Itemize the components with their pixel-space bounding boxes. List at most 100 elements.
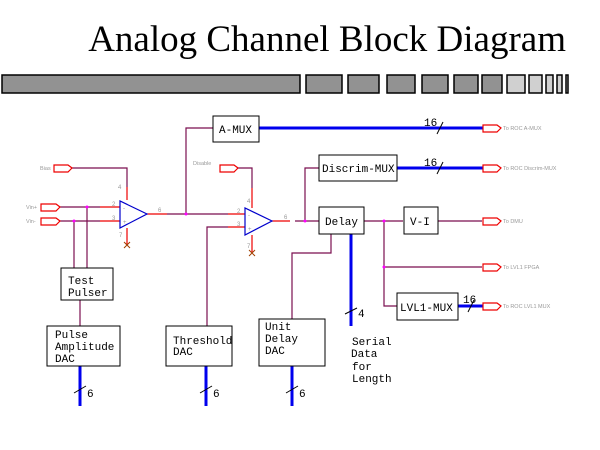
pin-sign: + xyxy=(123,220,127,226)
pin-number: 6 xyxy=(158,208,162,214)
block-pulse-amp-dac[interactable] xyxy=(46,325,121,367)
wire-disable xyxy=(238,167,253,188)
bar-segment xyxy=(453,74,479,94)
block-threshold-dac[interactable] xyxy=(165,325,233,367)
block-test-pulser[interactable] xyxy=(60,267,114,301)
serial-label-line: Serial xyxy=(352,337,392,349)
pin-number: 7 xyxy=(247,244,251,250)
block-label: DAC xyxy=(55,354,75,366)
wire-discrim-in xyxy=(304,167,319,221)
block-delay[interactable] xyxy=(318,206,365,235)
wire-lvl1-mux xyxy=(383,267,397,307)
block-label: Pulse xyxy=(55,330,88,342)
block-discrim-mux[interactable] xyxy=(318,154,398,182)
page-title: Analog Channel Block Diagram xyxy=(88,19,566,60)
no-connect-icon xyxy=(248,249,256,257)
bus-slashes xyxy=(73,121,475,394)
bar-segment xyxy=(481,74,503,94)
input-labels: Bias Vin+ Vin- Disable xyxy=(26,161,211,225)
output-labels: To ROC A-MUX To ROC Discrim-MUX To DMU T… xyxy=(503,126,557,310)
block-label: V-I xyxy=(410,217,430,229)
output-port-icon xyxy=(482,302,502,311)
serial-data-label: Serial Data for Length xyxy=(351,337,392,386)
output-label-roc-lvl1: To ROC LVL1 MUX xyxy=(503,304,551,310)
serial-label-line: Length xyxy=(352,374,392,386)
bar-segment xyxy=(386,74,416,94)
bus-slash-icon xyxy=(436,121,444,135)
bus-width-label: 16 xyxy=(424,158,437,170)
bus-width-label: 16 xyxy=(424,118,437,130)
wire-unit-delay xyxy=(291,234,332,319)
block-label: LVL1-MUX xyxy=(400,303,453,315)
output-label-dmu: To DMU xyxy=(503,219,523,225)
input-label-disable: Disable xyxy=(193,161,211,167)
output-label-lvl1-fpga: To LVL1 FPGA xyxy=(503,265,540,271)
input-ports xyxy=(40,164,239,226)
input-port-icon xyxy=(219,164,239,173)
bar-segment xyxy=(347,74,380,94)
block-unit-delay-dac[interactable] xyxy=(258,318,326,367)
block-label: Threshold xyxy=(173,336,232,348)
pin-sign: - xyxy=(123,206,125,212)
bar-segment xyxy=(565,74,569,94)
block-label: Delay xyxy=(325,217,358,229)
bar-segment xyxy=(506,74,526,94)
input-port-icon xyxy=(53,164,73,173)
pin-number: 4 xyxy=(118,185,122,191)
output-port-icon xyxy=(482,124,502,133)
block-label: DAC xyxy=(173,347,193,359)
bus-slash-icon xyxy=(436,161,444,175)
wire-bias xyxy=(72,167,128,187)
bus-slash-icon xyxy=(73,385,87,394)
wire-threshold xyxy=(206,226,228,326)
block-vi[interactable] xyxy=(403,206,439,235)
opamp-2: - + 4 2 3 6 7 xyxy=(237,199,288,250)
input-label-bias: Bias xyxy=(40,166,51,172)
pin-number: 4 xyxy=(247,199,251,205)
pin-number: 3 xyxy=(112,216,116,222)
pin-number: 2 xyxy=(112,202,116,208)
wire-amux-in xyxy=(185,127,213,214)
block-label: Pulser xyxy=(68,288,108,300)
opamp-1: - + 4 2 3 6 7 xyxy=(112,185,162,239)
pin-sign: + xyxy=(248,227,252,233)
block-labels: A-MUX Discrim-MUX Delay V-I LVL1-MUX Tes… xyxy=(55,125,453,366)
block-lvl1-mux[interactable] xyxy=(396,292,459,321)
bus-slash-icon xyxy=(199,385,213,394)
bar-segment xyxy=(1,74,301,94)
junctions xyxy=(72,205,386,269)
bus-slash-icon xyxy=(285,385,299,394)
bus-width-label: 4 xyxy=(358,309,365,321)
decorative-bar xyxy=(1,74,569,94)
input-port-icon xyxy=(40,203,61,212)
output-label-roc-amux: To ROC A-MUX xyxy=(503,126,542,132)
block-label: DAC xyxy=(265,346,285,358)
bus-width-labels: 16 16 16 4 6 6 6 xyxy=(87,118,476,401)
bus-slash-icon xyxy=(467,299,475,313)
blocks xyxy=(46,115,459,367)
output-ports xyxy=(482,124,502,311)
block-label: Discrim-MUX xyxy=(322,164,395,176)
pin-sign: - xyxy=(248,213,250,219)
no-connect-icon xyxy=(123,241,131,249)
output-port-icon xyxy=(482,263,502,272)
output-port-icon xyxy=(482,164,502,173)
pin-number: 3 xyxy=(237,222,241,228)
input-port-icon xyxy=(40,217,61,226)
bus-width-label: 6 xyxy=(213,389,220,401)
no-connect-marks xyxy=(123,241,256,257)
bar-segment xyxy=(421,74,449,94)
block-label: Test xyxy=(68,276,94,288)
pin-number: 6 xyxy=(284,215,288,221)
bus-slash-icon xyxy=(344,307,358,315)
output-port-icon xyxy=(482,217,502,226)
pin-number: 7 xyxy=(119,233,123,239)
opamp-icon xyxy=(119,200,149,229)
block-amux[interactable] xyxy=(212,115,260,143)
bar-segment xyxy=(556,74,563,94)
bus-width-label: 16 xyxy=(463,295,476,307)
serial-label-line: for xyxy=(352,362,372,374)
block-label: Amplitude xyxy=(55,342,114,354)
opamp-icon xyxy=(244,207,274,236)
bar-segment xyxy=(528,74,543,94)
